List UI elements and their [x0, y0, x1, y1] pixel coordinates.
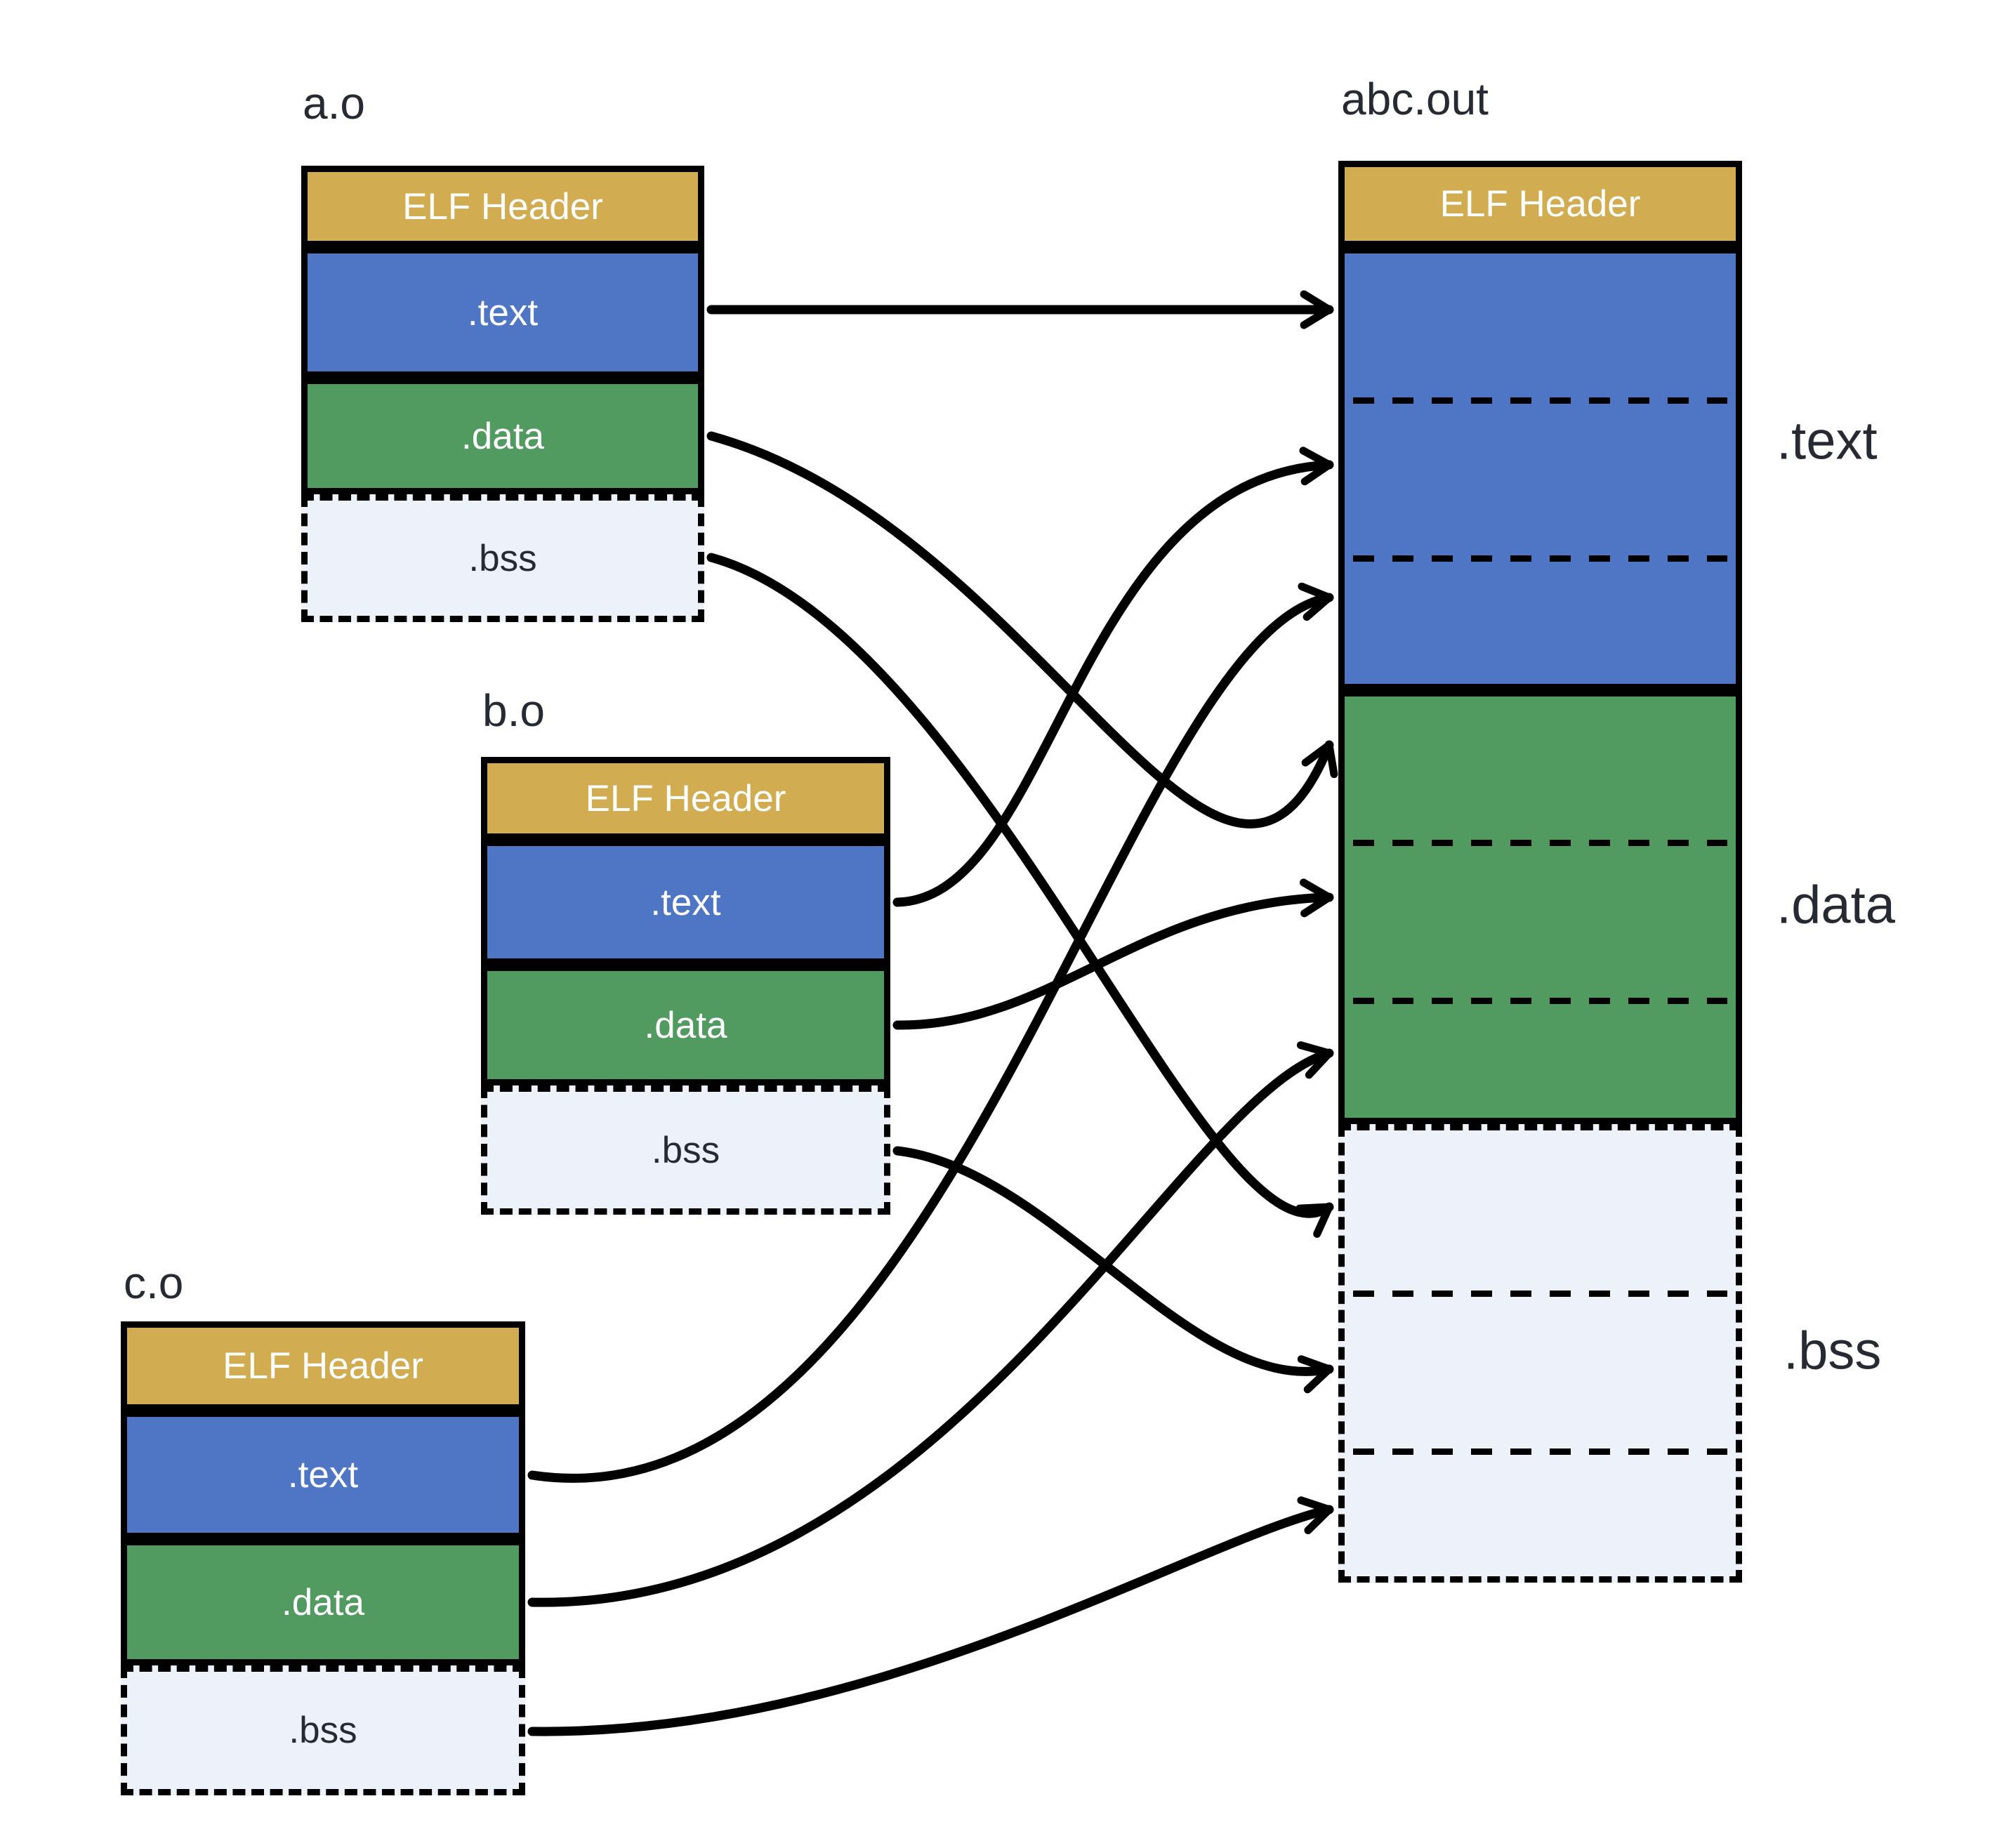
- ao-data-label: .data: [461, 415, 544, 457]
- co-bss-section: .bss: [121, 1665, 525, 1795]
- region-label-text: .text: [1776, 411, 1878, 471]
- arrow-co-bss-to-out-bss3: [527, 1496, 1334, 1736]
- arrow-bo-text-to-out-text2: [892, 447, 1334, 907]
- abcout-text-section: [1338, 247, 1742, 690]
- ao-text-label: .text: [467, 291, 539, 334]
- arrow-bo-bss-to-out-bss2: [892, 1146, 1334, 1394]
- ao-elf-header-label: ELF Header: [402, 185, 603, 227]
- ao-elf-header-section: ELF Header: [301, 166, 704, 247]
- co-elf-header-section: ELF Header: [121, 1321, 525, 1411]
- region-label-data: .data: [1776, 875, 1896, 935]
- file-label-ao: a.o: [303, 78, 365, 128]
- text-section-divider-1: [1353, 397, 1727, 404]
- object-file-box-ao: ELF Header .text .data .bss: [301, 166, 704, 622]
- bo-data-section: .data: [481, 965, 890, 1085]
- bo-data-label: .data: [644, 1004, 727, 1046]
- co-data-section: .data: [121, 1539, 525, 1665]
- bo-bss-label: .bss: [651, 1129, 720, 1171]
- bo-elf-header-section: ELF Header: [481, 757, 890, 840]
- arrow-bo-data-to-out-data2: [892, 878, 1334, 1030]
- file-label-co: c.o: [124, 1258, 184, 1308]
- object-file-box-bo: ELF Header .text .data .bss: [481, 757, 890, 1215]
- bo-text-section: .text: [481, 840, 890, 965]
- ao-bss-section: .bss: [301, 494, 704, 622]
- data-section-divider-2: [1353, 998, 1727, 1004]
- co-elf-header-label: ELF Header: [223, 1345, 423, 1387]
- text-section-divider-2: [1353, 555, 1727, 562]
- region-label-bss: .bss: [1783, 1321, 1882, 1381]
- data-section-divider-1: [1353, 840, 1727, 846]
- abcout-bss-section: [1338, 1124, 1742, 1583]
- file-label-bo: b.o: [482, 685, 545, 736]
- bo-elf-header-label: ELF Header: [585, 777, 786, 819]
- co-data-label: .data: [282, 1581, 364, 1623]
- bss-section-divider-1: [1353, 1291, 1727, 1297]
- object-file-box-co: ELF Header .text .data .bss: [121, 1321, 525, 1795]
- abcout-elf-header-section: ELF Header: [1338, 161, 1742, 247]
- co-text-section: .text: [121, 1411, 525, 1539]
- file-label-abcout: abc.out: [1341, 74, 1489, 124]
- co-bss-label: .bss: [289, 1710, 357, 1751]
- output-file-box-abcout: ELF Header: [1338, 161, 1742, 1583]
- bo-text-label: .text: [650, 881, 721, 923]
- bo-bss-section: .bss: [481, 1085, 890, 1215]
- ao-bss-label: .bss: [468, 537, 537, 579]
- ao-data-section: .data: [301, 378, 704, 494]
- bss-section-divider-2: [1353, 1448, 1727, 1455]
- co-text-label: .text: [287, 1454, 359, 1496]
- abcout-data-section: [1338, 690, 1742, 1124]
- ao-text-section: .text: [301, 247, 704, 378]
- abcout-elf-header-label: ELF Header: [1439, 183, 1641, 225]
